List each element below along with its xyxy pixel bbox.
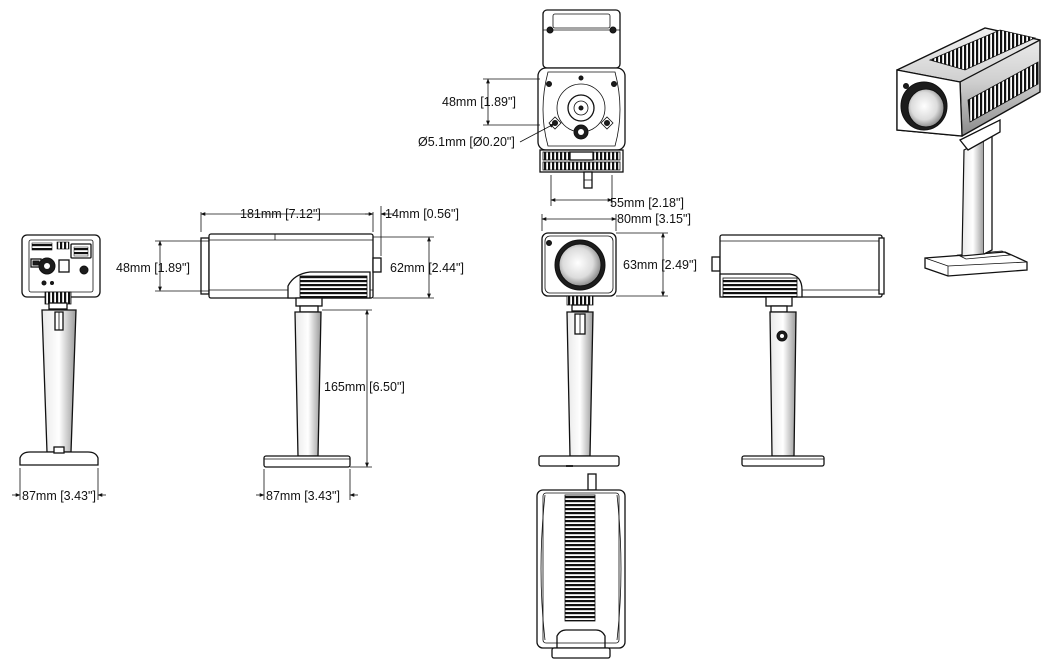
side-view-2 [711, 234, 885, 467]
side-left-height-label: 48mm [1.89"] [116, 261, 190, 275]
front-view: 80mm [3.15"] 63mm [2.49"] [538, 212, 697, 467]
top-view: 48mm [1.89"] Ø5.1mm [Ø0.20"] 55mm [2.18"… [418, 9, 684, 210]
top-height-label: 48mm [1.89"] [442, 95, 516, 109]
side-connector-label: 14mm [0.56"] [385, 207, 459, 221]
rear-view: 87mm [3.43"] [12, 234, 106, 503]
front-height-label: 63mm [2.49"] [623, 258, 697, 272]
front-width-label: 80mm [3.15"] [617, 212, 691, 226]
side-right-height-label: 62mm [2.44"] [390, 261, 464, 275]
side-stand-height-label: 165mm [6.50"] [324, 380, 405, 394]
rear-base-label: 87mm [3.43"] [22, 489, 96, 503]
bottom-view [536, 473, 626, 659]
side-view: 181mm [7.12"] 14mm [0.56"] 48mm [1.89"] … [116, 206, 464, 503]
top-hole-label: Ø5.1mm [Ø0.20"] [418, 135, 515, 149]
top-width-label: 55mm [2.18"] [610, 196, 684, 210]
side-base-label: 87mm [3.43"] [266, 489, 340, 503]
perspective-view [896, 27, 1041, 277]
side-length-label: 181mm [7.12"] [240, 207, 321, 221]
